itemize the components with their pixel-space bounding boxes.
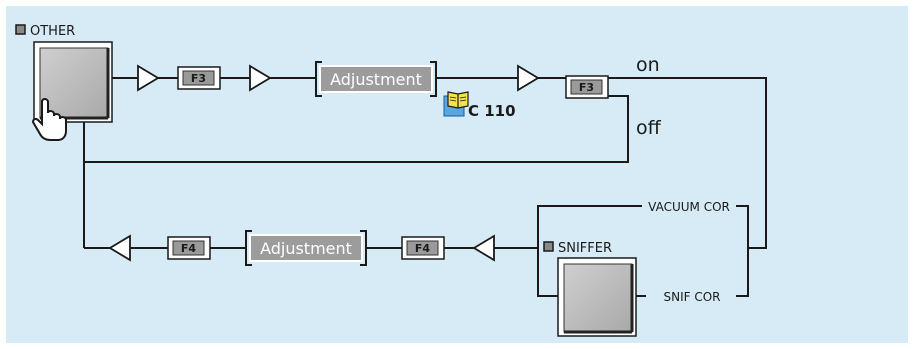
off-label: off xyxy=(636,117,662,139)
other-label: OTHER xyxy=(30,24,75,39)
connection-lines xyxy=(83,77,767,297)
key-f3-top-second[interactable]: F3 xyxy=(565,75,609,99)
arrow-right-icon xyxy=(249,64,272,92)
gray-square-icon xyxy=(15,24,26,35)
menu-adjustment-bottom[interactable]: Adjustment xyxy=(245,230,367,266)
key-f4-bottom-second[interactable]: F4 xyxy=(401,236,445,260)
key-label: F3 xyxy=(191,72,206,85)
sniffer-label: SNIFFER xyxy=(558,241,612,256)
snif-cor-label: SNIF COR xyxy=(663,290,720,304)
other-button[interactable] xyxy=(33,41,113,123)
reference-label: C 110 xyxy=(468,102,516,120)
sniffer-button[interactable] xyxy=(557,257,637,337)
menu-label: Adjustment xyxy=(260,239,352,258)
menu-adjustment-top[interactable]: Adjustment xyxy=(315,61,437,97)
key-label: F4 xyxy=(181,242,197,255)
arrow-left-icon xyxy=(108,234,131,262)
off-branch-line xyxy=(84,95,629,163)
cor-bracket-line xyxy=(736,205,749,297)
vacuum-cor-label: VACUUM COR xyxy=(648,200,730,214)
sniffer-bracket-line xyxy=(537,248,562,297)
gray-square-icon xyxy=(543,241,554,252)
book-icon xyxy=(443,91,469,117)
key-label: F4 xyxy=(415,242,431,255)
diagram-panel xyxy=(6,6,908,343)
arrows xyxy=(108,64,540,262)
arrow-left-icon xyxy=(472,234,495,262)
other-section: OTHER xyxy=(15,24,113,141)
arrow-right-icon xyxy=(137,64,160,92)
sniffer-section: SNIFFER xyxy=(543,241,637,337)
arrow-right-icon xyxy=(517,64,540,92)
key-f3-top-first[interactable]: F3 xyxy=(177,66,221,90)
reference-link[interactable]: C 110 xyxy=(443,91,516,120)
key-f4-bottom-first[interactable]: F4 xyxy=(167,236,211,260)
on-branch-line xyxy=(608,77,767,249)
on-label: on xyxy=(636,54,660,76)
key-label: F3 xyxy=(579,81,594,94)
menu-label: Adjustment xyxy=(330,70,422,89)
pointing-hand-icon xyxy=(31,97,67,141)
vacuum-bracket-line xyxy=(537,205,642,248)
